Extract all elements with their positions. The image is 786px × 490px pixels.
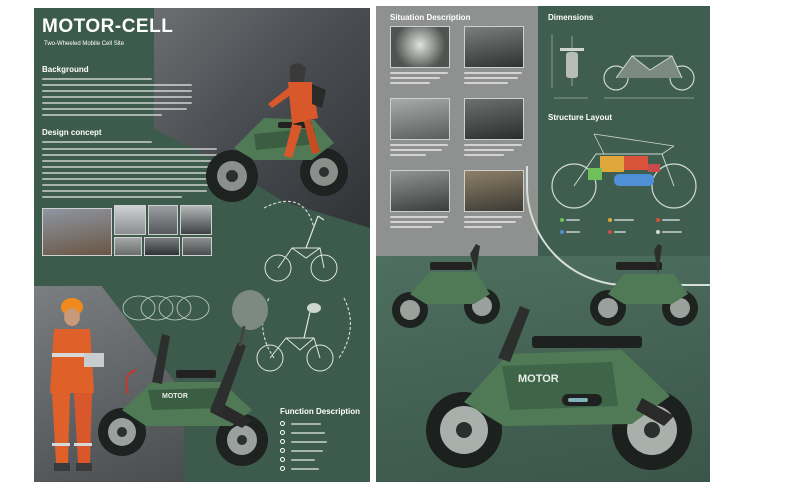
reference-photo — [148, 205, 178, 235]
function-item — [280, 430, 325, 435]
reference-photo — [144, 237, 180, 256]
function-item — [280, 421, 321, 426]
structure-layout-diagram — [551, 133, 697, 209]
legend-item — [656, 230, 682, 234]
signal-wave-rings — [122, 295, 210, 321]
function-item — [280, 439, 327, 444]
reference-photo — [114, 237, 142, 256]
function-heading: Function Description — [280, 407, 360, 416]
svg-text:MOTOR: MOTOR — [162, 393, 188, 400]
dimensions-heading: Dimensions — [548, 13, 594, 22]
function-bullet-icon — [280, 457, 285, 462]
dimension-drawings — [551, 34, 695, 99]
legend-item — [608, 218, 634, 222]
reference-photo — [114, 205, 146, 235]
poster-title: MOTOR-CELL — [42, 16, 174, 37]
left-poster-board: MOTOR-CELL Two-Wheeled Mobile Cell Site … — [34, 8, 370, 482]
reference-photo — [42, 208, 112, 256]
legend-swatch — [560, 230, 564, 234]
function-bullet-icon — [280, 430, 285, 435]
legend-swatch — [656, 230, 660, 234]
poster-subtitle: Two-Wheeled Mobile Cell Site — [44, 41, 125, 47]
situation-photo-rescue — [464, 170, 524, 212]
legend-swatch — [608, 218, 612, 222]
legend-item — [560, 230, 580, 234]
legend-item — [656, 218, 680, 222]
situation-photo-phone — [390, 170, 450, 212]
situation-photo-signal — [390, 98, 450, 140]
structure-heading: Structure Layout — [548, 113, 613, 122]
legend-swatch — [560, 218, 564, 222]
hero-motorcycle-illustration — [206, 63, 348, 202]
situation-heading: Situation Description — [390, 13, 471, 22]
background-heading: Background — [42, 65, 89, 74]
wireframe-motorcycle-dish-up — [256, 303, 334, 372]
function-bullet-icon — [280, 421, 285, 426]
reference-photo — [180, 205, 212, 235]
render-motorcycle-rear-three-quarter — [590, 244, 698, 326]
situation-photo-storm — [390, 26, 450, 68]
brand-mark-text: MOTOR — [518, 373, 559, 385]
function-item — [280, 448, 323, 453]
legend-item — [560, 218, 580, 222]
function-bullet-icon — [280, 448, 285, 453]
function-item — [280, 466, 319, 471]
wireframe-motorcycle-antenna-up — [264, 215, 338, 282]
legend-item — [608, 230, 626, 234]
legend-swatch — [608, 230, 612, 234]
render-motorcycle-front-three-quarter — [392, 244, 500, 328]
field-worker-figure — [50, 298, 104, 471]
legend-swatch — [656, 218, 660, 222]
function-bullet-icon — [280, 439, 285, 444]
right-poster-board: Situation Description Dimensions Structu… — [376, 6, 710, 482]
function-item — [280, 457, 315, 462]
design-concept-heading: Design concept — [42, 128, 102, 137]
situation-photo-rider — [464, 98, 524, 140]
deployed-motorcycle-illustration: MOTOR — [98, 290, 268, 466]
situation-photo-landslide — [464, 26, 524, 68]
render-motorcycle-side-hero: MOTOR — [426, 306, 692, 470]
reference-photo — [182, 237, 212, 256]
function-bullet-icon — [280, 466, 285, 471]
